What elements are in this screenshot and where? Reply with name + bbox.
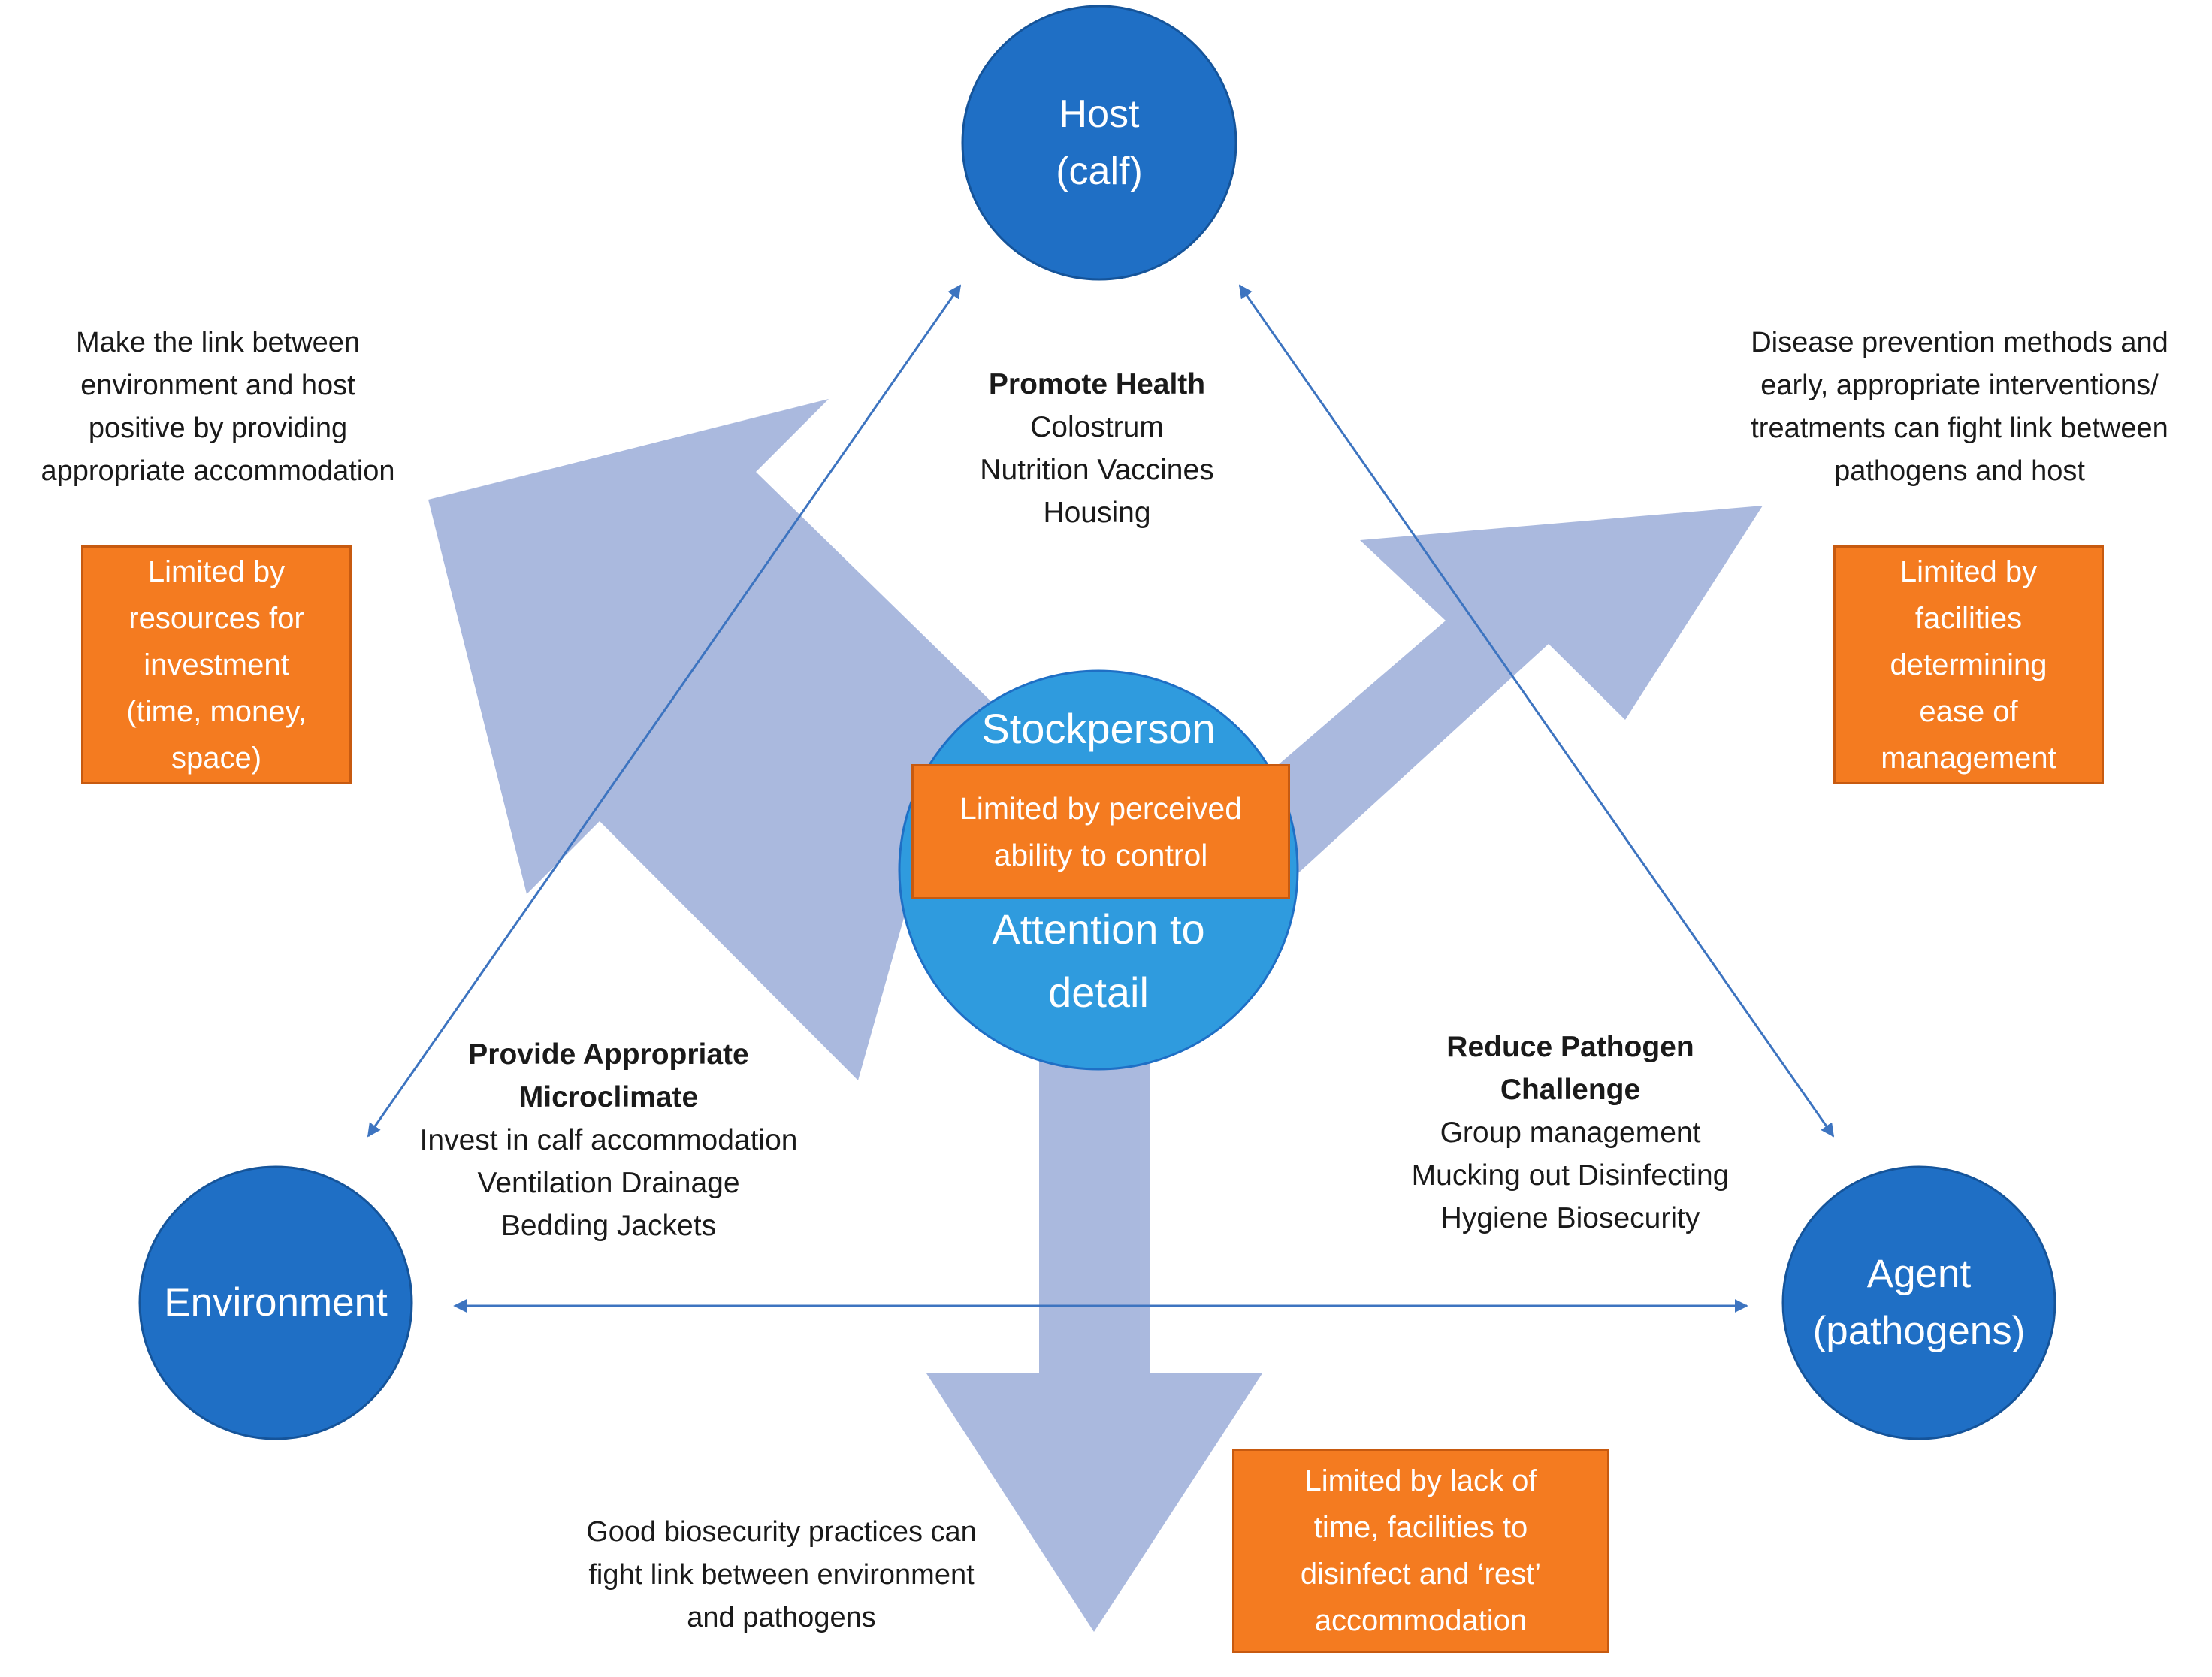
host-circle [961,5,1237,281]
host-label: Host (calf) [1056,92,1143,193]
arrow-to-bottom [926,1052,1262,1632]
promote-health-block: Promote Health Colostrum Nutrition Vacci… [902,363,1292,534]
microclimate-heading: Provide Appropriate Microclimate [468,1038,749,1113]
host-agent-connector [1238,284,1835,1138]
pathogen-heading: Reduce Pathogen Challenge [1446,1031,1694,1106]
limit-center-box: Limited by perceived ability to control [911,764,1290,899]
host-environment-connector [367,284,962,1138]
description-top-left: Make the link between environment and ho… [41,327,395,487]
limit-right-box: Limited by facilities determining ease o… [1833,545,2104,784]
pathogen-block: Reduce Pathogen Challenge Group manageme… [1352,1026,1788,1240]
limit-bottom-box: Limited by lack of time, facilities to d… [1232,1449,1609,1653]
promote-health-heading: Promote Health [988,368,1206,400]
microclimate-block: Provide Appropriate Microclimate Invest … [391,1033,826,1247]
description-top-right: Disease prevention methods and early, ap… [1751,327,2168,487]
attention-label: Attention to detail [992,905,1205,1016]
environment-circle [138,1165,413,1440]
environment-label: Environment [164,1280,388,1325]
agent-label: Agent (pathogens) [1812,1252,2026,1353]
microclimate-items: Invest in calf accommodation Ventilation… [419,1124,798,1242]
agent-circle [1781,1165,2056,1440]
pathogen-items: Group management Mucking out Disinfectin… [1411,1116,1730,1234]
connector-lines [367,284,1835,1313]
limit-left-box: Limited by resources for investment (tim… [81,545,352,784]
stockperson-label: Stockperson [981,705,1216,752]
description-bottom: Good biosecurity practices can fight lin… [586,1516,977,1633]
promote-health-items: Colostrum Nutrition Vaccines Housing [980,411,1214,529]
